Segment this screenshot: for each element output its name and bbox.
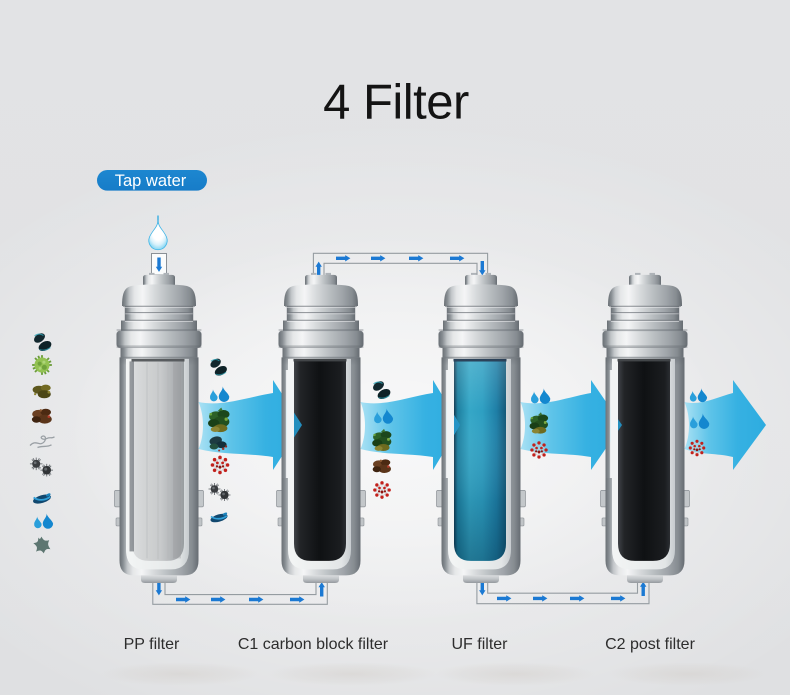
- svg-text:PP filter: PP filter: [124, 636, 180, 653]
- svg-text:Tap water: Tap water: [115, 172, 187, 190]
- svg-text:UF filter: UF filter: [452, 636, 509, 653]
- svg-text:4 Filter: 4 Filter: [323, 76, 469, 130]
- svg-text:C1 carbon block filter: C1 carbon block filter: [238, 636, 389, 653]
- svg-text:C2 post filter: C2 post filter: [605, 636, 695, 653]
